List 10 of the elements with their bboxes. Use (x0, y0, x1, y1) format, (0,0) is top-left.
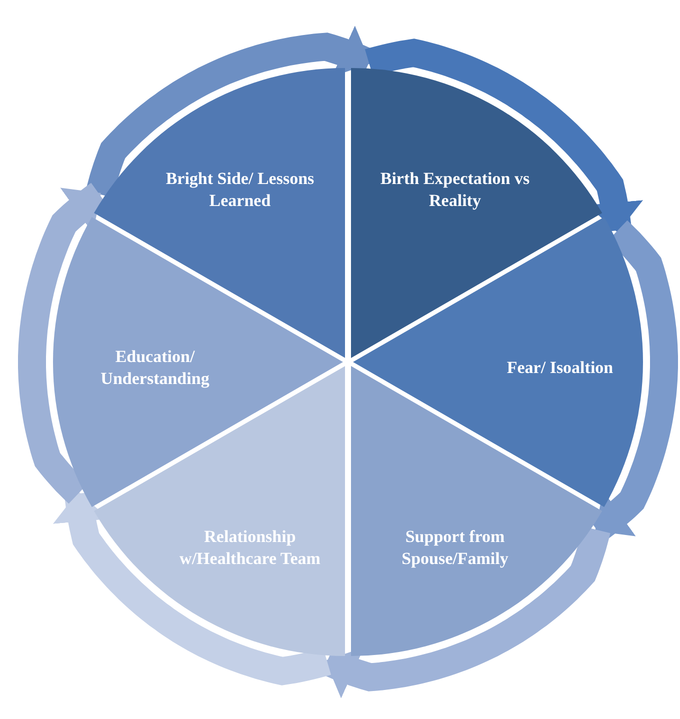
segment-label: Birth Expectation vs Reality (380, 168, 530, 212)
pie-segment (53, 217, 343, 507)
segment-label: Fear/ Isoaltion (506, 357, 614, 379)
segment-label: Bright Side/ Lessons Learned (164, 168, 315, 212)
segment-label: Support from Spouse/Family (400, 526, 510, 570)
segment-label: Education/ Understanding (100, 346, 210, 390)
pie-segment (350, 68, 602, 358)
pie-segment (94, 366, 346, 656)
pie-segment (353, 217, 643, 507)
segment-label: Relationship w/Healthcare Team (178, 526, 322, 570)
